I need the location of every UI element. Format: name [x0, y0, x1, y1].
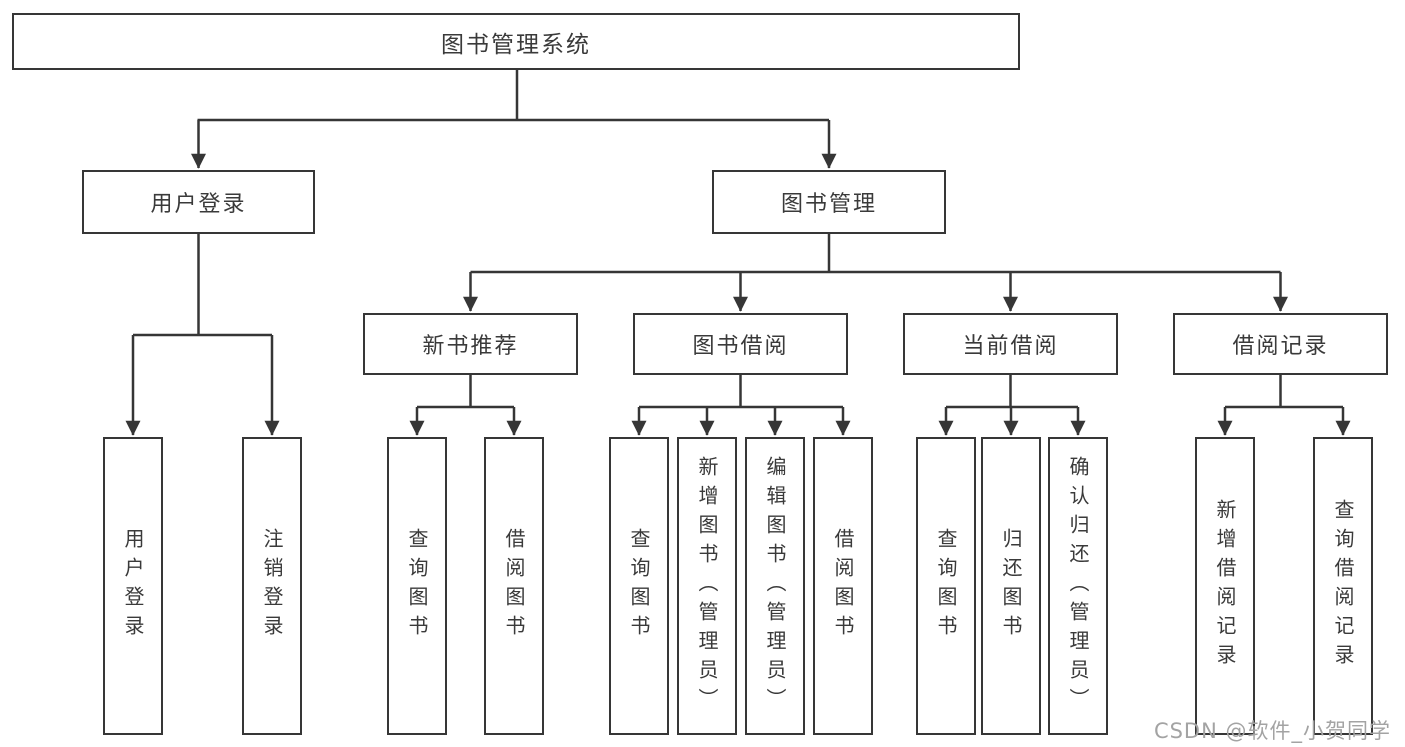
leaf-edit-book-admin-label: 编辑图书（管理员）	[763, 455, 787, 717]
leaf-borrow-books-1-label: 借阅图书	[502, 528, 526, 644]
node-book-management: 图书管理	[712, 170, 946, 234]
leaf-return-books: 归还图书	[981, 437, 1041, 735]
leaf-add-book-admin: 新增图书（管理员）	[677, 437, 737, 735]
node-book-management-label: 图书管理	[780, 192, 877, 217]
leaf-query-books-2: 查询图书	[609, 437, 669, 735]
node-book-borrow: 图书借阅	[633, 313, 848, 375]
node-root-label: 图书管理系统	[441, 31, 591, 58]
leaf-query-borrow-record: 查询借阅记录	[1313, 437, 1373, 735]
leaf-confirm-return-admin-label: 确认归还（管理员）	[1066, 455, 1090, 717]
node-user-login: 用户登录	[82, 170, 315, 234]
node-new-book-recommend-label: 新书推荐	[422, 334, 519, 359]
leaf-logout: 注销登录	[242, 437, 302, 735]
leaf-query-borrow-record-label: 查询借阅记录	[1331, 499, 1355, 673]
csdn-watermark: CSDN @软件_小贺同学	[1153, 719, 1391, 743]
leaf-edit-book-admin: 编辑图书（管理员）	[745, 437, 805, 735]
node-book-borrow-label: 图书借阅	[692, 334, 789, 359]
leaf-logout-label: 注销登录	[260, 528, 284, 644]
leaf-query-books-1-label: 查询图书	[405, 528, 429, 644]
node-new-book-recommend: 新书推荐	[363, 313, 578, 375]
leaf-user-login: 用户登录	[103, 437, 163, 735]
connector-skeleton	[133, 70, 1343, 409]
node-user-login-label: 用户登录	[150, 192, 247, 217]
leaf-add-borrow-record-label: 新增借阅记录	[1213, 499, 1237, 673]
leaf-query-books-1: 查询图书	[387, 437, 447, 735]
node-current-borrow: 当前借阅	[903, 313, 1118, 375]
leaf-borrow-books-2: 借阅图书	[813, 437, 873, 735]
leaf-borrow-books-1: 借阅图书	[484, 437, 544, 735]
leaf-user-login-label: 用户登录	[121, 528, 145, 644]
leaf-add-book-admin-label: 新增图书（管理员）	[695, 455, 719, 717]
leaf-borrow-books-2-label: 借阅图书	[831, 528, 855, 644]
leaf-query-books-3: 查询图书	[916, 437, 976, 735]
node-current-borrow-label: 当前借阅	[962, 334, 1059, 359]
node-root: 图书管理系统	[12, 13, 1020, 70]
node-borrow-records-label: 借阅记录	[1232, 334, 1329, 359]
leaf-query-books-2-label: 查询图书	[627, 528, 651, 644]
leaf-add-borrow-record: 新增借阅记录	[1195, 437, 1255, 735]
leaf-query-books-3-label: 查询图书	[934, 528, 958, 644]
leaf-return-books-label: 归还图书	[999, 528, 1023, 644]
node-borrow-records: 借阅记录	[1173, 313, 1388, 375]
leaf-confirm-return-admin: 确认归还（管理员）	[1048, 437, 1108, 735]
